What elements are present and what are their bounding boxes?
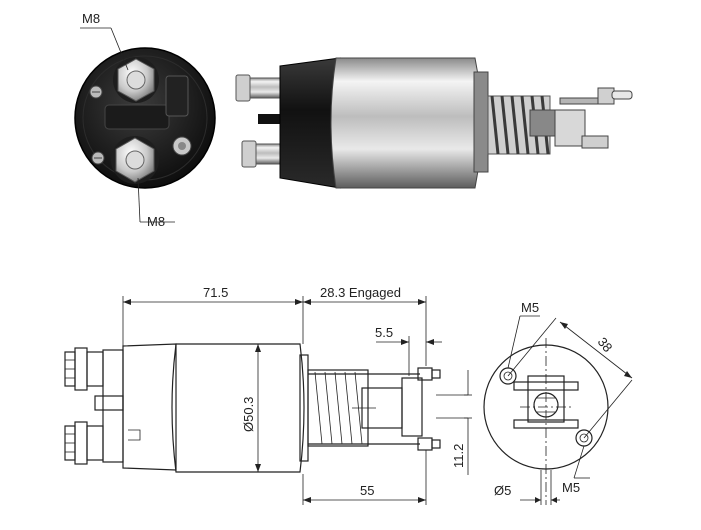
screw-top-label: M5	[521, 300, 539, 315]
dim-plunger-offset: 11.2	[451, 444, 466, 468]
dim-body-length: 71.5	[203, 285, 228, 300]
dim-plunger-travel: 28.3 Engaged	[320, 285, 401, 300]
dim-diameter: Ø50.3	[241, 397, 256, 432]
photo-bottom-terminal	[111, 136, 159, 184]
photo-end-view: M8 M8	[74, 11, 216, 229]
photo-top-terminal	[113, 57, 159, 103]
dimension-lines: 71.5 28.3 Engaged 5.5 Ø50.3 55 11.2	[122, 285, 466, 505]
top-terminal-label: M8	[82, 11, 100, 26]
dim-fork-offset: 5.5	[375, 325, 393, 340]
bottom-terminal-label: M8	[147, 214, 165, 229]
photo-side-view	[235, 57, 633, 189]
drawing-side-view	[64, 343, 472, 475]
drawing-end-view: M5 M5 38 Ø5	[483, 300, 633, 505]
screw-bottom-label: M5	[562, 480, 580, 495]
dim-overall-length: 55	[360, 483, 374, 498]
dim-hole-diameter: Ø5	[494, 483, 511, 498]
